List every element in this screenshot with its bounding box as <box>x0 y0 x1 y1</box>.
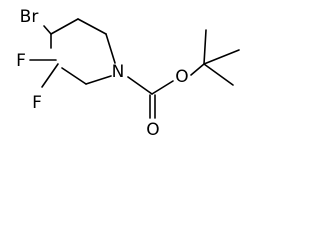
atom-labels: Br F F N O O <box>16 7 189 137</box>
chemical-structure-diagram: Br F F N O O <box>16 7 240 137</box>
bond-o-ester-c-quat <box>190 63 205 76</box>
piperidine-ring <box>50 18 116 85</box>
atom-oxygen-ester: O <box>175 67 188 87</box>
bond-c-quat-methyl-bottom <box>203 63 234 86</box>
bond-c-quat-methyl-right <box>203 49 240 65</box>
bond-c4-c5 <box>50 18 79 35</box>
bond-c6-n1 <box>105 33 116 64</box>
substituent-bonds <box>29 25 59 88</box>
bond-c4-br <box>43 25 52 35</box>
atom-bromine: Br <box>20 7 39 27</box>
bond-carbonyl-c-o-ester <box>151 80 174 95</box>
bond-n1-carbonyl-c <box>127 76 153 95</box>
bond-c2-c3 <box>61 67 87 85</box>
bond-c-quat-methyl-top <box>203 29 207 65</box>
bond-n1-c2 <box>85 75 112 85</box>
atom-oxygen-carbonyl: O <box>146 120 159 137</box>
atom-fluorine-upper: F <box>16 51 26 71</box>
atom-fluorine-lower: F <box>32 93 42 113</box>
bond-c5-c6 <box>77 18 107 35</box>
boc-group-bonds <box>127 29 240 119</box>
atom-nitrogen: N <box>112 62 125 82</box>
bond-c3-f-lower <box>41 63 59 88</box>
